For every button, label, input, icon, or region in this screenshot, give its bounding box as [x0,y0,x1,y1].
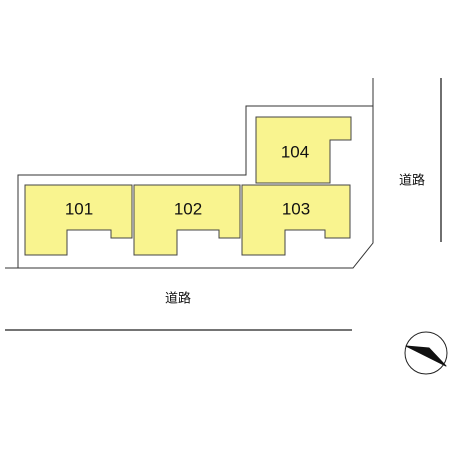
unit-104-footprint [255,116,352,184]
unit-102[interactable]: 102 [133,184,241,256]
unit-103-label: 103 [282,200,310,219]
unit-102-footprint [133,184,241,256]
unit-103-footprint [241,184,351,256]
unit-101[interactable]: 101 [24,184,133,256]
unit-101-footprint [24,184,133,256]
north-arrow-icon [404,331,448,375]
unit-103[interactable]: 103 [241,184,351,256]
east-road-label: 道路 [399,173,425,188]
unit-101-label: 101 [65,200,93,219]
unit-104[interactable]: 104 [255,116,352,184]
unit-102-label: 102 [174,200,202,219]
unit-104-label: 104 [281,143,309,162]
lot-boundary [5,78,374,269]
south-road-label: 道路 [165,291,191,306]
